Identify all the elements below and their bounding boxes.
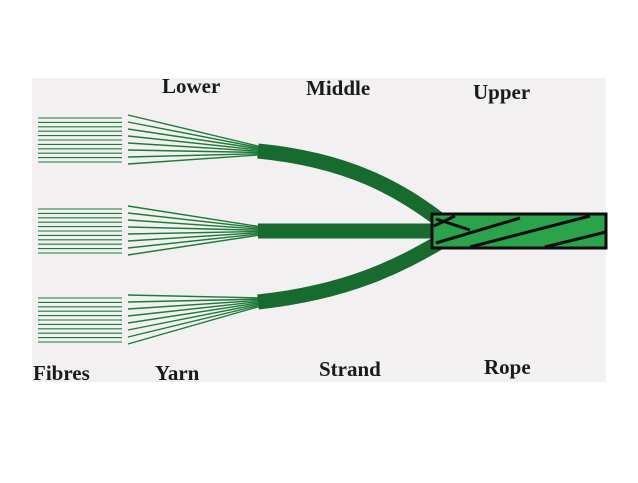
yarn-line xyxy=(127,294,263,299)
yarn-line xyxy=(127,226,263,231)
rope-twist-line xyxy=(544,230,607,249)
rope-twist-line xyxy=(469,214,591,249)
label-middle: Middle xyxy=(306,76,371,100)
rope xyxy=(430,212,608,250)
yarn-line xyxy=(127,152,263,158)
label-fibres: Fibres xyxy=(33,361,90,385)
yarn-line xyxy=(127,212,263,229)
label-lower: Lower xyxy=(162,74,221,98)
yarn-line xyxy=(127,135,263,151)
yarn-line xyxy=(127,219,263,230)
rope-twist-line xyxy=(435,217,471,232)
strands xyxy=(257,143,445,310)
yarn-fans xyxy=(127,114,263,345)
yarn-line xyxy=(127,114,263,148)
yarn-line xyxy=(127,142,263,153)
yarn-line xyxy=(127,231,263,242)
rope-twist-line xyxy=(435,216,521,245)
rope-twist-lines xyxy=(433,214,607,249)
strand-upper xyxy=(257,143,445,227)
yarn-line xyxy=(127,234,263,256)
yarn-line xyxy=(127,299,263,310)
yarn-line xyxy=(127,121,263,149)
yarn-line xyxy=(127,205,263,228)
yarn-line xyxy=(127,230,263,235)
strand-lower xyxy=(257,235,444,310)
yarn-line xyxy=(127,298,263,303)
label-strand: Strand xyxy=(319,357,381,381)
yarn-line xyxy=(127,149,263,154)
yarn-line xyxy=(127,305,263,345)
yarn-line xyxy=(127,302,263,331)
label-rope: Rope xyxy=(484,355,531,379)
yarn-line xyxy=(127,128,263,150)
yarn-line xyxy=(127,301,263,324)
yarn-line xyxy=(127,303,263,338)
yarn-line xyxy=(127,300,263,317)
label-upper: Upper xyxy=(473,80,531,104)
yarn-line xyxy=(127,232,263,249)
yarn-line xyxy=(127,154,263,165)
fibre-bundles xyxy=(38,117,122,343)
label-yarn: Yarn xyxy=(155,361,200,385)
